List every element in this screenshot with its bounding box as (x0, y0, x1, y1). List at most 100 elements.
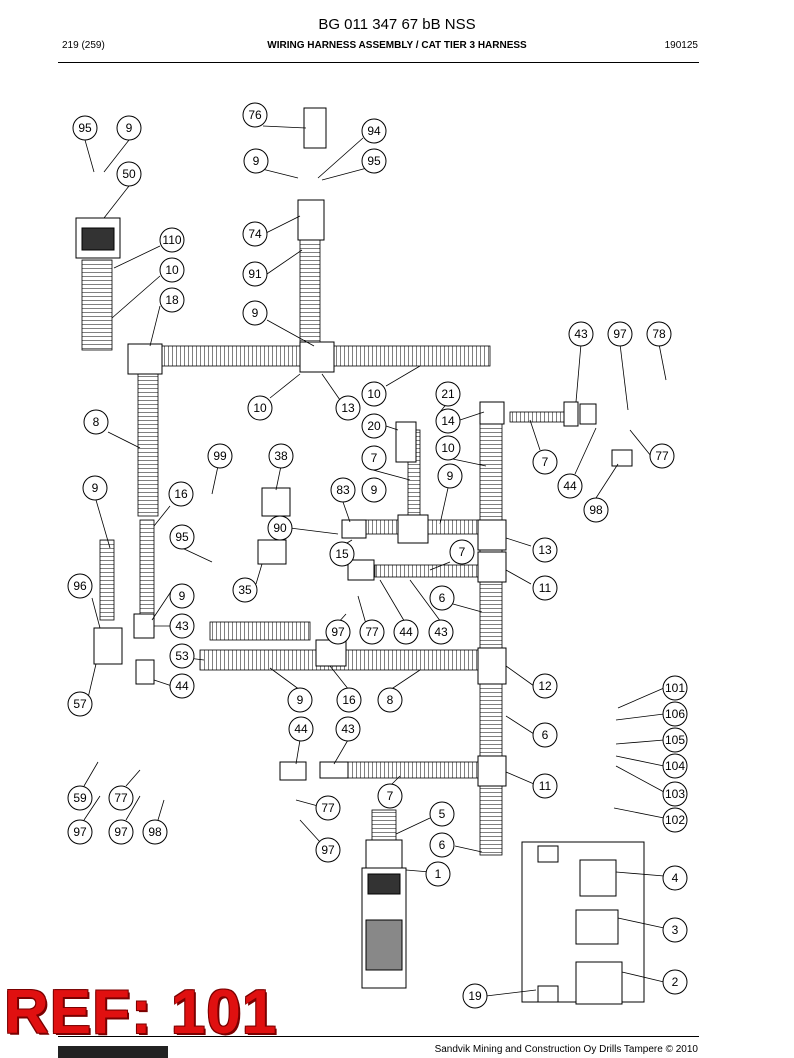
callout-9[interactable]: 9 (361, 477, 387, 503)
callout-38[interactable]: 38 (268, 443, 294, 469)
callout-44[interactable]: 44 (557, 473, 583, 499)
callout-83[interactable]: 83 (330, 477, 356, 503)
callout-14[interactable]: 14 (435, 408, 461, 434)
callout-9[interactable]: 9 (82, 475, 108, 501)
callout-98[interactable]: 98 (142, 819, 168, 845)
callout-9[interactable]: 9 (116, 115, 142, 141)
callout-97[interactable]: 97 (315, 837, 341, 863)
svg-text:95: 95 (367, 154, 381, 168)
callout-6[interactable]: 6 (532, 722, 558, 748)
svg-text:96: 96 (73, 579, 87, 593)
callout-3[interactable]: 3 (662, 917, 688, 943)
svg-text:11: 11 (539, 779, 552, 793)
callout-97[interactable]: 97 (108, 819, 134, 845)
callout-95[interactable]: 95 (361, 148, 387, 174)
callout-78[interactable]: 78 (646, 321, 672, 347)
callout-44[interactable]: 44 (288, 716, 314, 742)
page-number: 219 (259) (62, 40, 105, 51)
callout-21[interactable]: 21 (435, 381, 461, 407)
callout-16[interactable]: 16 (168, 481, 194, 507)
callout-11[interactable]: 11 (532, 773, 558, 799)
callout-77[interactable]: 77 (649, 443, 675, 469)
svg-text:53: 53 (175, 649, 189, 663)
callout-43[interactable]: 43 (568, 321, 594, 347)
callout-106[interactable]: 106 (662, 701, 688, 727)
callout-1[interactable]: 1 (425, 861, 451, 887)
callout-77[interactable]: 77 (108, 785, 134, 811)
callout-44[interactable]: 44 (393, 619, 419, 645)
callout-97[interactable]: 97 (325, 619, 351, 645)
callout-20[interactable]: 20 (361, 413, 387, 439)
relay-panel (521, 841, 645, 1005)
callout-8[interactable]: 8 (83, 409, 109, 435)
callout-7[interactable]: 7 (377, 783, 403, 809)
svg-text:35: 35 (238, 583, 252, 597)
callout-98[interactable]: 98 (583, 497, 609, 523)
svg-text:57: 57 (73, 697, 87, 711)
callout-50[interactable]: 50 (116, 161, 142, 187)
callout-77[interactable]: 77 (315, 795, 341, 821)
callout-6[interactable]: 6 (429, 585, 455, 611)
callout-90[interactable]: 90 (267, 515, 293, 541)
callout-43[interactable]: 43 (169, 613, 195, 639)
callout-57[interactable]: 57 (67, 691, 93, 717)
callout-94[interactable]: 94 (361, 118, 387, 144)
callout-77[interactable]: 77 (359, 619, 385, 645)
callout-7[interactable]: 7 (532, 449, 558, 475)
callout-9[interactable]: 9 (242, 300, 268, 326)
callout-102[interactable]: 102 (662, 807, 688, 833)
svg-text:6: 6 (439, 591, 446, 605)
svg-text:9: 9 (179, 589, 186, 603)
callout-15[interactable]: 15 (329, 541, 355, 567)
callout-9[interactable]: 9 (169, 583, 195, 609)
callout-2[interactable]: 2 (662, 969, 688, 995)
callout-53[interactable]: 53 (169, 643, 195, 669)
callout-43[interactable]: 43 (428, 619, 454, 645)
callout-76[interactable]: 76 (242, 102, 268, 128)
callout-74[interactable]: 74 (242, 221, 268, 247)
callout-11[interactable]: 11 (532, 575, 558, 601)
callout-8[interactable]: 8 (377, 687, 403, 713)
callout-99[interactable]: 99 (207, 443, 233, 469)
callout-35[interactable]: 35 (232, 577, 258, 603)
callout-6[interactable]: 6 (429, 832, 455, 858)
callout-96[interactable]: 96 (67, 573, 93, 599)
callout-10[interactable]: 10 (247, 395, 273, 421)
callout-9[interactable]: 9 (287, 687, 313, 713)
callout-7[interactable]: 7 (449, 539, 475, 565)
company-logo (58, 1046, 168, 1058)
callout-13[interactable]: 13 (335, 395, 361, 421)
callout-13[interactable]: 13 (532, 537, 558, 563)
callout-104[interactable]: 104 (662, 753, 688, 779)
callout-91[interactable]: 91 (242, 261, 268, 287)
callout-10[interactable]: 10 (159, 257, 185, 283)
callout-105[interactable]: 105 (662, 727, 688, 753)
callout-97[interactable]: 97 (67, 819, 93, 845)
svg-text:21: 21 (441, 387, 455, 401)
callout-7[interactable]: 7 (361, 445, 387, 471)
callout-95[interactable]: 95 (169, 524, 195, 550)
callout-9[interactable]: 9 (437, 463, 463, 489)
callout-10[interactable]: 10 (361, 381, 387, 407)
svg-text:4: 4 (672, 871, 679, 885)
callout-101[interactable]: 101 (662, 675, 688, 701)
callout-110[interactable]: 110 (159, 227, 185, 253)
callout-44[interactable]: 44 (169, 673, 195, 699)
callout-5[interactable]: 5 (429, 801, 455, 827)
callout-12[interactable]: 12 (532, 673, 558, 699)
callout-43[interactable]: 43 (335, 716, 361, 742)
callout-10[interactable]: 10 (435, 435, 461, 461)
svg-text:16: 16 (342, 693, 356, 707)
callout-9[interactable]: 9 (243, 148, 269, 174)
callout-16[interactable]: 16 (336, 687, 362, 713)
callout-19[interactable]: 19 (462, 983, 488, 1009)
callout-97[interactable]: 97 (607, 321, 633, 347)
svg-text:15: 15 (335, 547, 349, 561)
callout-18[interactable]: 18 (159, 287, 185, 313)
callout-4[interactable]: 4 (662, 865, 688, 891)
svg-text:106: 106 (665, 707, 685, 721)
svg-text:43: 43 (574, 327, 588, 341)
callout-95[interactable]: 95 (72, 115, 98, 141)
callout-103[interactable]: 103 (662, 781, 688, 807)
callout-59[interactable]: 59 (67, 785, 93, 811)
